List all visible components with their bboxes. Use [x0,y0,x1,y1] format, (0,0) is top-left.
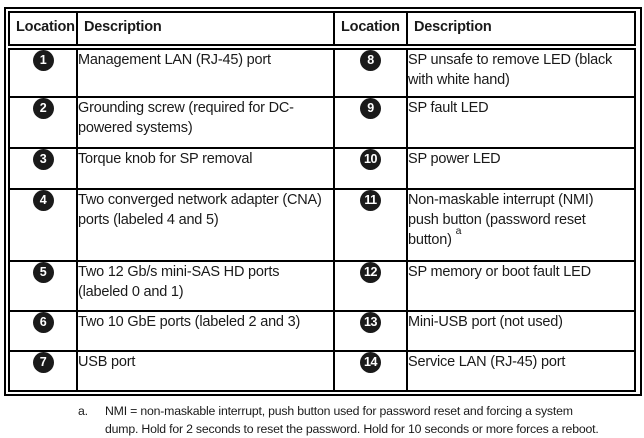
location-cell: 3 [8,147,78,190]
location-cell: 11 [333,188,408,262]
description-cell: Two 12 Gb/s mini-SAS HD ports (labeled 0… [76,260,335,312]
callout-2: 2 [32,99,54,119]
description-cell: Grounding screw (required for DC- powere… [76,96,335,149]
table-row: 7 USB port 14 Service LAN (RJ-45) port [8,350,636,392]
location-cell: 12 [333,260,408,312]
location-cell: 9 [333,96,408,149]
description-cell: Service LAN (RJ-45) port [406,350,636,392]
column-header-description-left: Description [76,11,335,50]
callout-11: 11 [360,191,381,211]
description-cell: USB port [76,350,335,392]
callout-14: 14 [360,353,381,373]
callout-3: 3 [32,150,54,170]
table-row: 3 Torque knob for SP removal 10 SP power… [8,147,636,190]
callout-12: 12 [360,263,381,283]
header-row: Location Description Location Descriptio… [8,11,636,50]
callout-8: 8 [360,50,381,71]
location-cell: 2 [8,96,78,149]
ports-table-frame: Location Description Location Descriptio… [4,7,642,396]
callout-5: 5 [32,263,54,283]
footnote-reference: a [455,225,462,238]
description-cell: Mini-USB port (not used) [406,310,636,352]
table-row: 6 Two 10 GbE ports (labeled 2 and 3) 13 … [8,310,636,352]
description-cell: SP memory or boot fault LED [406,260,636,312]
description-cell: Management LAN (RJ-45) port [76,46,335,98]
column-header-location-right: Location [333,11,408,50]
location-cell: 10 [333,147,408,190]
location-cell: 7 [8,350,78,392]
footnote-marker: a. [78,404,88,418]
description-cell: SP fault LED [406,96,636,149]
footnote-text: NMI = non-maskable interrupt, push butto… [105,404,599,436]
table-row: 4 Two converged network adapter (CNA) po… [8,188,636,262]
description-text: Non-maskable interrupt (NMI) push button… [408,192,594,248]
ports-table: Location Description Location Descriptio… [8,11,636,392]
column-header-description-right: Description [406,11,636,50]
callout-1: 1 [32,50,54,71]
column-header-location-left: Location [8,11,78,50]
description-cell: Non-maskable interrupt (NMI) push button… [406,188,636,262]
location-cell: 8 [333,46,408,98]
description-cell: SP unsafe to remove LED (black with whit… [406,46,636,98]
callout-13: 13 [360,313,381,333]
location-cell: 4 [8,188,78,262]
description-cell: Two 10 GbE ports (labeled 2 and 3) [76,310,335,352]
description-cell: Torque knob for SP removal [76,147,335,190]
callout-7: 7 [32,353,54,373]
footnote: a. NMI = non-maskable interrupt, push bu… [78,403,634,438]
callout-9: 9 [360,99,381,119]
location-cell: 1 [8,46,78,98]
location-cell: 5 [8,260,78,312]
location-cell: 6 [8,310,78,352]
description-cell: SP power LED [406,147,636,190]
callout-10: 10 [360,150,381,170]
table-row: 5 Two 12 Gb/s mini-SAS HD ports (labeled… [8,260,636,312]
callout-4: 4 [32,191,54,211]
location-cell: 13 [333,310,408,352]
location-cell: 14 [333,350,408,392]
callout-6: 6 [32,313,54,333]
table-row: 1 Management LAN (RJ-45) port 8 SP unsaf… [8,46,636,98]
table-row: 2 Grounding screw (required for DC- powe… [8,96,636,149]
description-cell: Two converged network adapter (CNA) port… [76,188,335,262]
